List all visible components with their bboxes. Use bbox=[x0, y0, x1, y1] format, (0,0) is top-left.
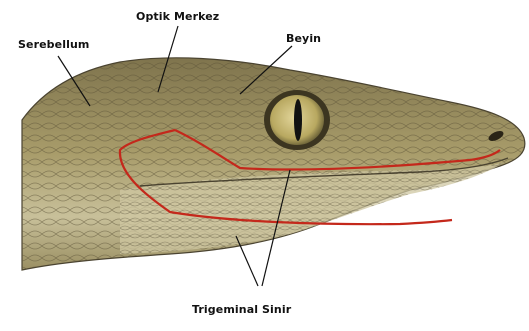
label-optik-merkez: Optik Merkez bbox=[136, 10, 219, 23]
label-beyin: Beyin bbox=[286, 32, 321, 45]
label-trigeminal-sinir: Trigeminal Sinir bbox=[192, 303, 291, 316]
label-serebellum: Serebellum bbox=[18, 38, 89, 51]
eye bbox=[264, 90, 330, 150]
